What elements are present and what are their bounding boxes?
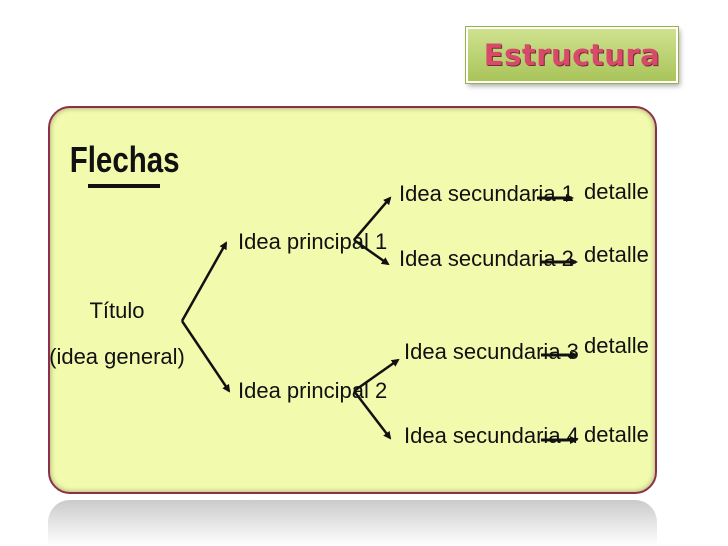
detail-node-2: detalle [584, 242, 649, 267]
root-node-title: Título [89, 298, 144, 323]
detail-node-1: detalle [584, 179, 649, 204]
arrow-principal-1-to-secondary-1 [353, 196, 392, 241]
arrow-principal-2-to-secondary-3 [353, 358, 400, 393]
diagram-panel [48, 106, 657, 494]
page-title: Estructura [483, 38, 661, 72]
diagram-heading: Flechas [70, 139, 180, 179]
arrow-principal-2-to-secondary-4 [353, 390, 392, 440]
secondary-node-2: Idea secundaria 2 [399, 246, 574, 271]
arrow-principal-1-to-secondary-2 [353, 238, 390, 266]
principal-node-2: Idea principal 2 [238, 378, 387, 403]
arrow-root-to-principal-2 [180, 320, 231, 393]
heading-underline [88, 184, 160, 188]
arrow-root-to-principal-1 [180, 241, 228, 322]
title-badge: Estructura [466, 27, 678, 83]
principal-node-1: Idea principal 1 [238, 229, 387, 254]
secondary-node-4: Idea secundaria 4 [404, 423, 579, 448]
secondary-node-1: Idea secundaria 1 [399, 181, 574, 206]
root-node-subtitle: (idea general) [49, 344, 185, 369]
detail-node-3: detalle [584, 333, 649, 358]
panel-reflection [48, 500, 657, 546]
secondary-node-3: Idea secundaria 3 [404, 339, 579, 364]
detail-node-4: detalle [584, 422, 649, 447]
